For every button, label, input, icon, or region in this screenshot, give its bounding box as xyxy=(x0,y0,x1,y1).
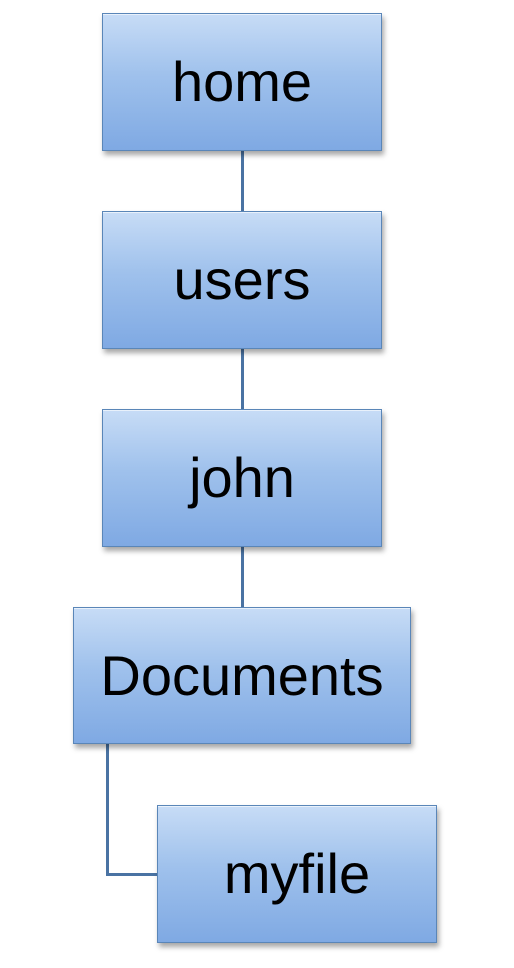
connector-documents-myfile-vertical xyxy=(106,744,109,876)
connector-john-documents xyxy=(241,547,244,607)
connector-documents-myfile-horizontal xyxy=(106,873,158,876)
node-myfile-label: myfile xyxy=(223,842,371,905)
node-john: john xyxy=(102,409,382,547)
node-documents-label: Documents xyxy=(100,643,384,707)
connector-home-users xyxy=(241,151,244,211)
node-myfile: myfile xyxy=(157,805,437,943)
node-home-label: home xyxy=(171,50,313,113)
node-users-label: users xyxy=(173,248,311,311)
node-users: users xyxy=(102,211,382,349)
node-home: home xyxy=(102,13,382,151)
node-documents: Documents xyxy=(73,607,411,744)
node-john-label: john xyxy=(189,446,295,509)
connector-users-john xyxy=(241,349,244,409)
